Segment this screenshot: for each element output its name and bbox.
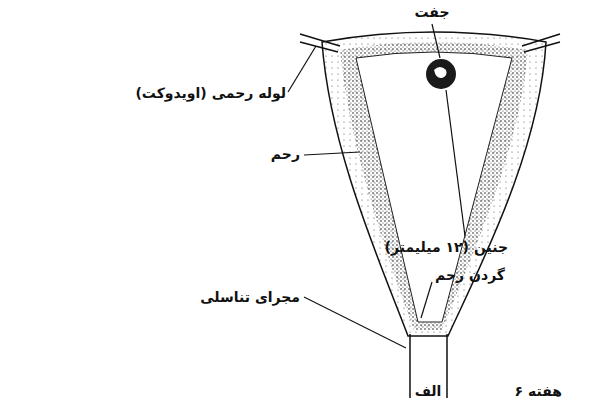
- cervix-label: گردن رحم: [435, 266, 505, 284]
- vagina-label: مجرای تناسلی: [200, 288, 300, 306]
- age-label: ۶ هفته: [515, 382, 562, 400]
- embryo-label: جنین (۱۲ میلیمتر): [385, 238, 508, 256]
- figure-letter: الف: [415, 382, 442, 400]
- uterus-label: رحم: [271, 145, 300, 163]
- oviduct-label: لوله رحمی (اویدوکت): [135, 84, 286, 102]
- placenta-label: جفت: [415, 3, 450, 21]
